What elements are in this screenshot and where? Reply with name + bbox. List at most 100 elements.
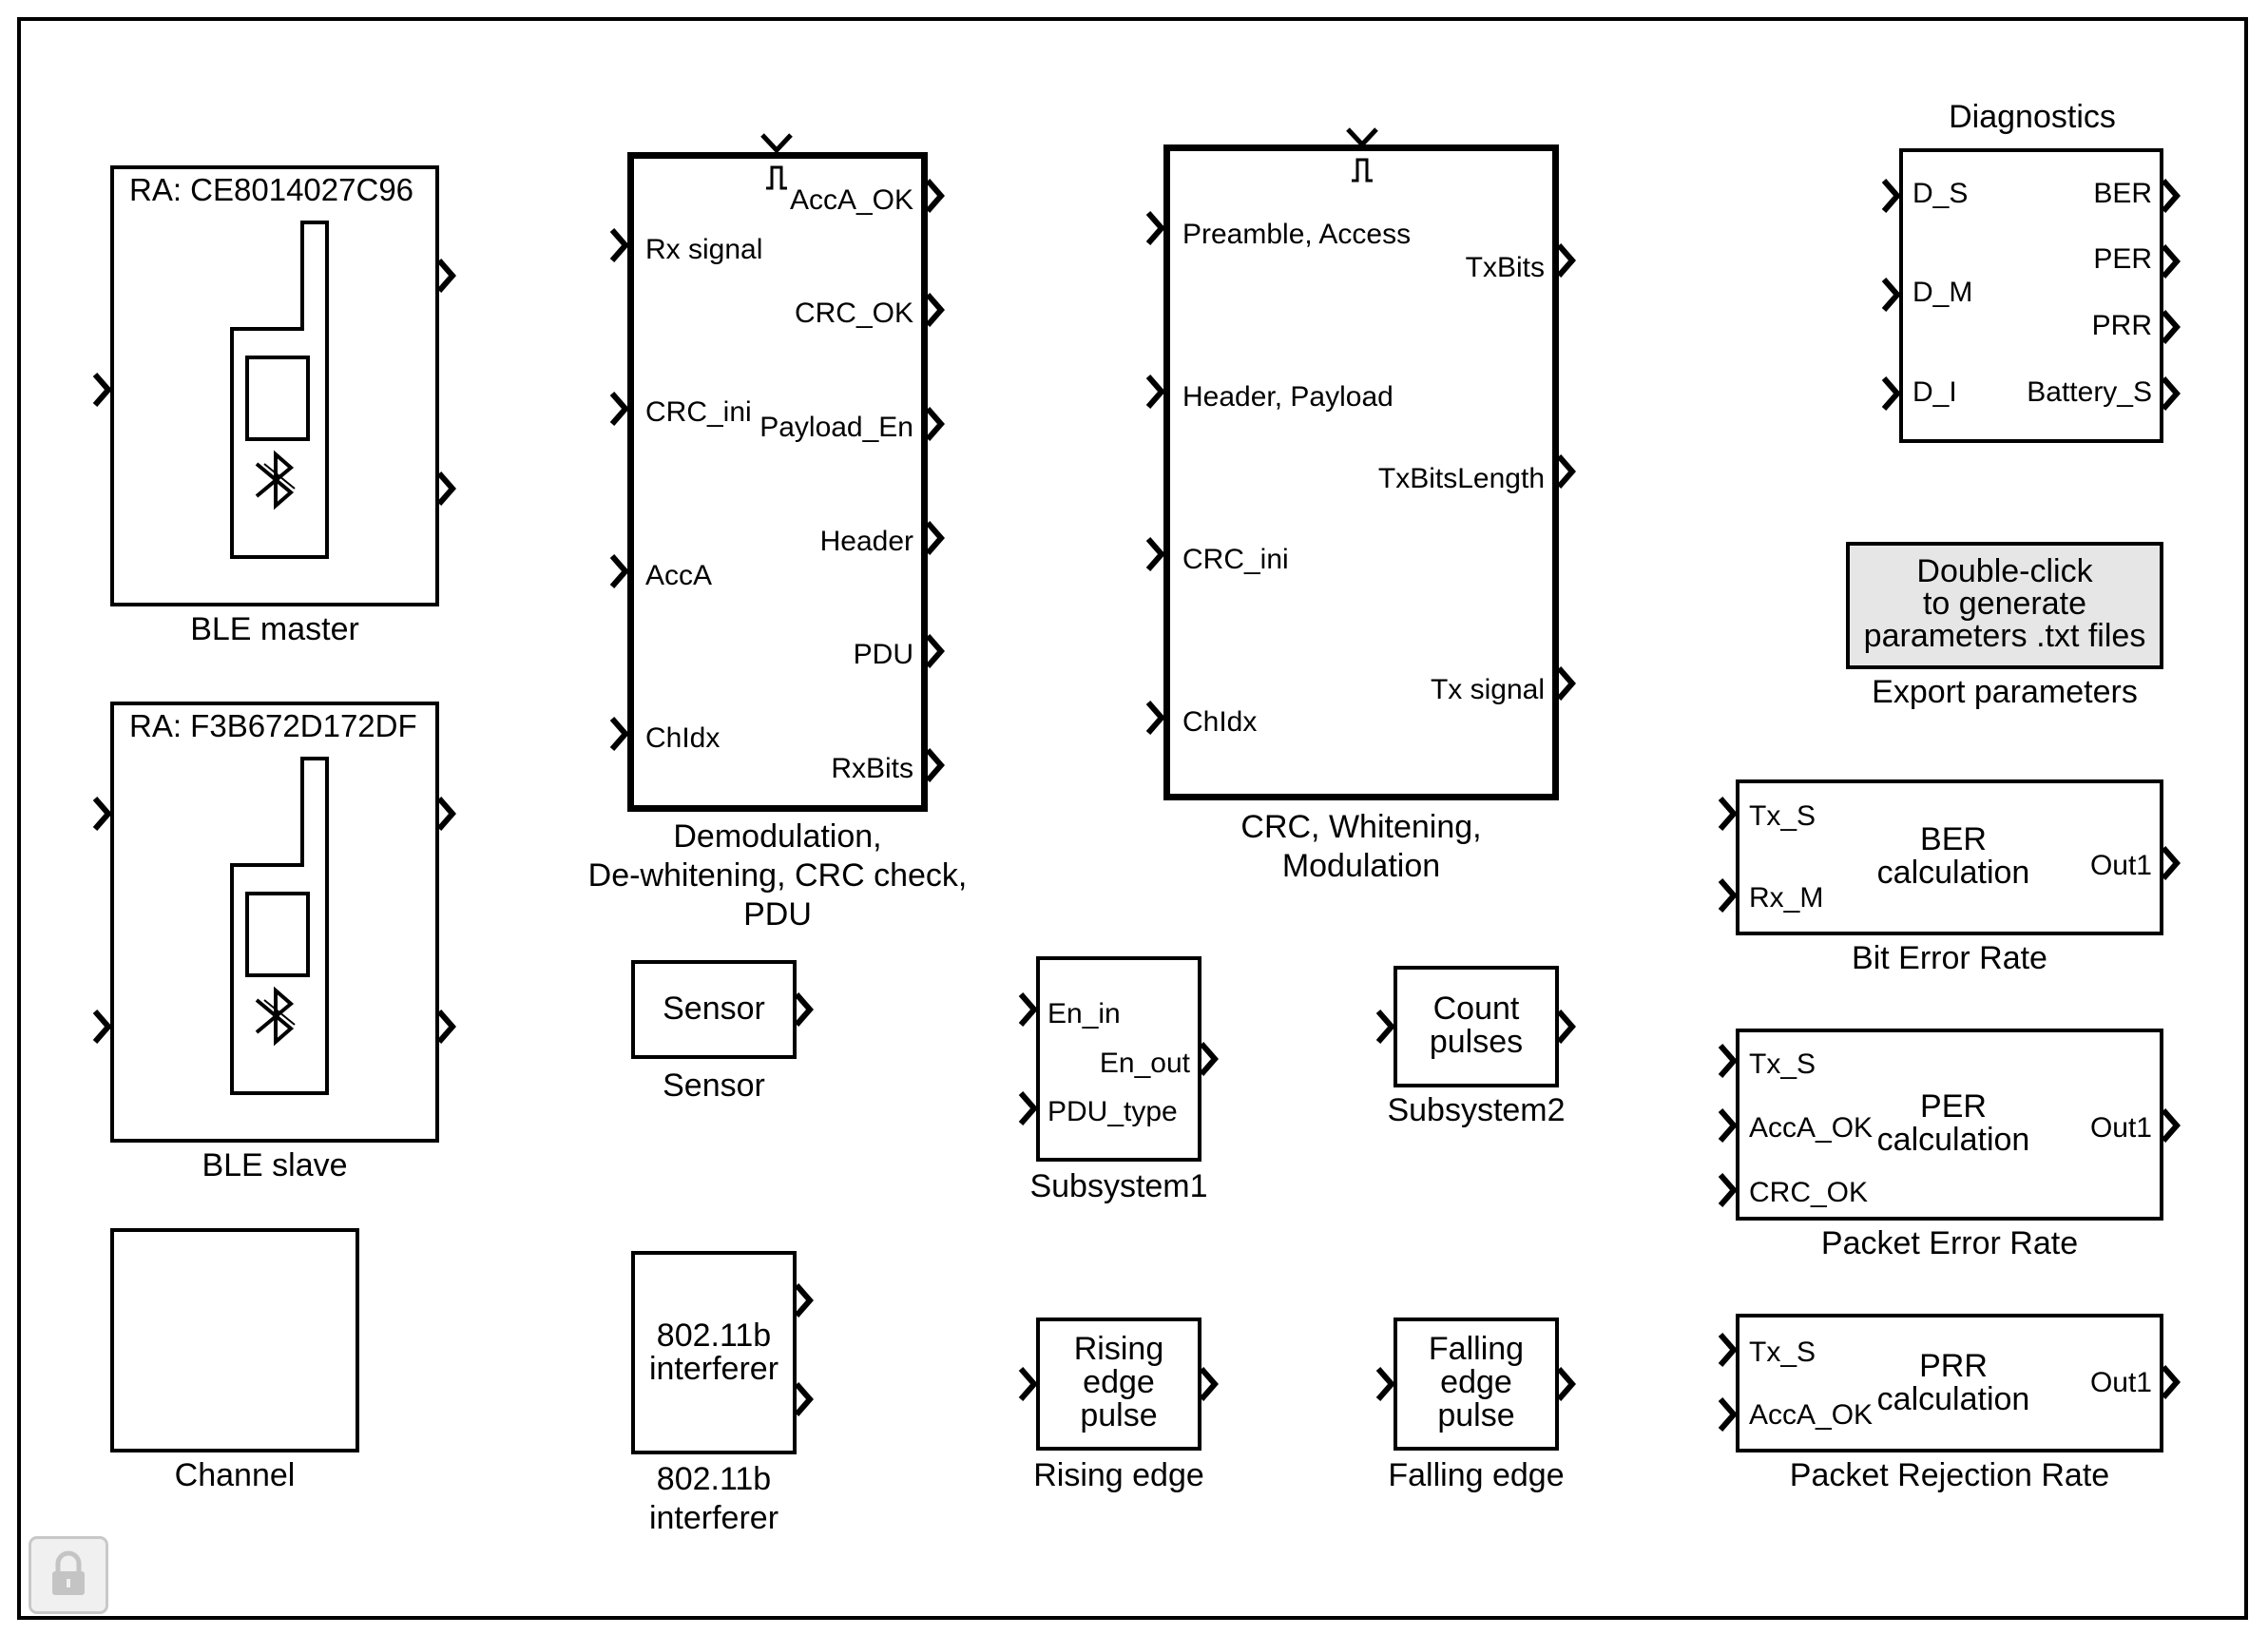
ble-master-caption: BLE master <box>190 611 359 647</box>
port-chevron-icon[interactable] <box>2160 177 2182 215</box>
port-chevron-icon[interactable] <box>924 291 947 329</box>
crc-output-label: TxBitsLength <box>1377 463 1545 494</box>
trigger-x-icon <box>1346 127 1378 148</box>
port-chevron-icon[interactable] <box>2160 1363 2182 1401</box>
demod-caption-line: PDU <box>743 896 812 933</box>
port-chevron-icon[interactable] <box>1717 876 1739 914</box>
port-chevron-icon[interactable] <box>1717 1106 1739 1144</box>
crc-whitening-block[interactable]: Preamble, Access Header, Payload CRC_ini… <box>1163 144 1559 800</box>
trigger-pulse-icon <box>1352 158 1373 183</box>
port-chevron-icon[interactable] <box>1374 1008 1397 1046</box>
ble-master-block[interactable]: RA: CE8014027C96 <box>110 165 439 606</box>
demod-output-label: Payload_En <box>759 412 913 443</box>
port-chevron-icon[interactable] <box>91 1008 114 1046</box>
demodulation-block[interactable]: Rx signal CRC_ini AccA ChIdx AccA_OK CRC… <box>627 152 928 812</box>
prr-input-label: AccA_OK <box>1749 1399 1874 1431</box>
export-parameters-button[interactable]: Double-click to generate parameters .txt… <box>1846 542 2163 669</box>
ble-slave-block[interactable]: RA: F3B672D172DF <box>110 702 439 1143</box>
crc-output-label: TxBits <box>1465 252 1545 283</box>
port-chevron-icon[interactable] <box>1144 699 1167 737</box>
port-chevron-icon[interactable] <box>793 1281 816 1319</box>
ber-calculation-block[interactable]: Tx_S Rx_M BER calculation Out1 <box>1736 779 2163 935</box>
port-chevron-icon[interactable] <box>1144 535 1167 573</box>
port-chevron-icon[interactable] <box>1717 1042 1739 1080</box>
prr-calculation-block[interactable]: Tx_S AccA_OK PRR calculation Out1 <box>1736 1314 2163 1452</box>
rising-block-label: Rising edge pulse <box>1040 1333 1198 1433</box>
per-calculation-block[interactable]: Tx_S AccA_OK CRC_OK PER calculation Out1 <box>1736 1029 2163 1221</box>
port-chevron-icon[interactable] <box>924 746 947 784</box>
interferer-block[interactable]: 802.11b interferer <box>631 1251 797 1454</box>
port-chevron-icon[interactable] <box>1717 1395 1739 1433</box>
port-chevron-icon[interactable] <box>924 405 947 443</box>
port-chevron-icon[interactable] <box>793 1380 816 1418</box>
diagnostics-block[interactable]: D_S D_M D_I BER PER PRR Battery_S <box>1899 148 2163 443</box>
rising-caption: Rising edge <box>1033 1457 1204 1493</box>
port-chevron-icon[interactable] <box>2160 242 2182 280</box>
falling-block-line: Falling <box>1428 1331 1525 1367</box>
port-chevron-icon[interactable] <box>1880 177 1903 215</box>
port-chevron-icon[interactable] <box>608 552 631 590</box>
port-chevron-icon[interactable] <box>435 257 458 295</box>
port-chevron-icon[interactable] <box>793 991 816 1029</box>
port-chevron-icon[interactable] <box>1880 276 1903 314</box>
port-chevron-icon[interactable] <box>608 715 631 753</box>
port-chevron-icon[interactable] <box>1555 452 1578 490</box>
demod-output-label: CRC_OK <box>794 298 913 329</box>
port-chevron-icon[interactable] <box>1198 1365 1220 1403</box>
port-chevron-icon[interactable] <box>924 519 947 557</box>
port-chevron-icon[interactable] <box>2160 375 2182 413</box>
per-input-label: Tx_S <box>1749 1048 1816 1080</box>
port-chevron-icon[interactable] <box>1555 664 1578 702</box>
prr-center-line: calculation <box>1876 1381 2030 1417</box>
channel-block[interactable] <box>110 1228 359 1452</box>
port-chevron-icon[interactable] <box>435 1008 458 1046</box>
model-frame <box>17 17 2248 1620</box>
port-chevron-icon[interactable] <box>1717 1171 1739 1209</box>
port-chevron-icon[interactable] <box>1717 795 1739 833</box>
interferer-block-line: interferer <box>648 1351 779 1387</box>
port-chevron-icon[interactable] <box>1555 1008 1578 1046</box>
subsystem1-block[interactable]: En_in PDU_type En_out <box>1036 956 1201 1162</box>
lock-button[interactable] <box>29 1536 108 1614</box>
crc-output-label: Tx signal <box>1430 674 1545 705</box>
port-chevron-icon[interactable] <box>1017 1089 1040 1127</box>
port-chevron-icon[interactable] <box>91 795 114 833</box>
port-chevron-icon[interactable] <box>1198 1040 1220 1078</box>
falling-edge-block[interactable]: Falling edge pulse <box>1393 1318 1559 1451</box>
bluetooth-icon <box>255 450 296 510</box>
sensor-block[interactable]: Sensor <box>631 960 797 1059</box>
rising-edge-block[interactable]: Rising edge pulse <box>1036 1318 1201 1451</box>
port-chevron-icon[interactable] <box>435 795 458 833</box>
port-chevron-icon[interactable] <box>1555 241 1578 279</box>
diagnostics-output-label: BER <box>2093 178 2152 209</box>
interferer-caption-line: 802.11b <box>656 1461 772 1497</box>
port-chevron-icon[interactable] <box>1717 1331 1739 1369</box>
port-chevron-icon[interactable] <box>1017 1365 1040 1403</box>
port-chevron-icon[interactable] <box>1144 373 1167 411</box>
port-chevron-icon[interactable] <box>1880 375 1903 413</box>
port-chevron-icon[interactable] <box>1144 209 1167 247</box>
port-chevron-icon[interactable] <box>1555 1365 1578 1403</box>
bluetooth-icon <box>255 986 296 1047</box>
channel-caption: Channel <box>174 1457 296 1493</box>
port-chevron-icon[interactable] <box>91 371 114 409</box>
port-chevron-icon[interactable] <box>2160 844 2182 882</box>
diagnostics-output-label: Battery_S <box>2027 376 2152 408</box>
subsystem2-block[interactable]: Count pulses <box>1393 966 1559 1087</box>
per-center-label: PER calculation <box>1835 1090 2072 1157</box>
port-chevron-icon[interactable] <box>1374 1365 1397 1403</box>
port-chevron-icon[interactable] <box>924 632 947 670</box>
port-chevron-icon[interactable] <box>608 390 631 428</box>
port-chevron-icon[interactable] <box>1017 991 1040 1029</box>
subsystem1-output-label: En_out <box>1099 1048 1190 1079</box>
port-chevron-icon[interactable] <box>435 470 458 508</box>
port-chevron-icon[interactable] <box>2160 1106 2182 1144</box>
demod-input-label: CRC_ini <box>645 396 752 428</box>
export-caption: Export parameters <box>1872 674 2138 710</box>
port-chevron-icon[interactable] <box>608 226 631 264</box>
port-chevron-icon[interactable] <box>924 177 947 215</box>
diagnostics-output-label: PRR <box>2091 310 2152 341</box>
sensor-block-label: Sensor <box>663 991 765 1027</box>
port-chevron-icon[interactable] <box>2160 308 2182 346</box>
subsystem1-caption: Subsystem1 <box>1029 1168 1208 1204</box>
